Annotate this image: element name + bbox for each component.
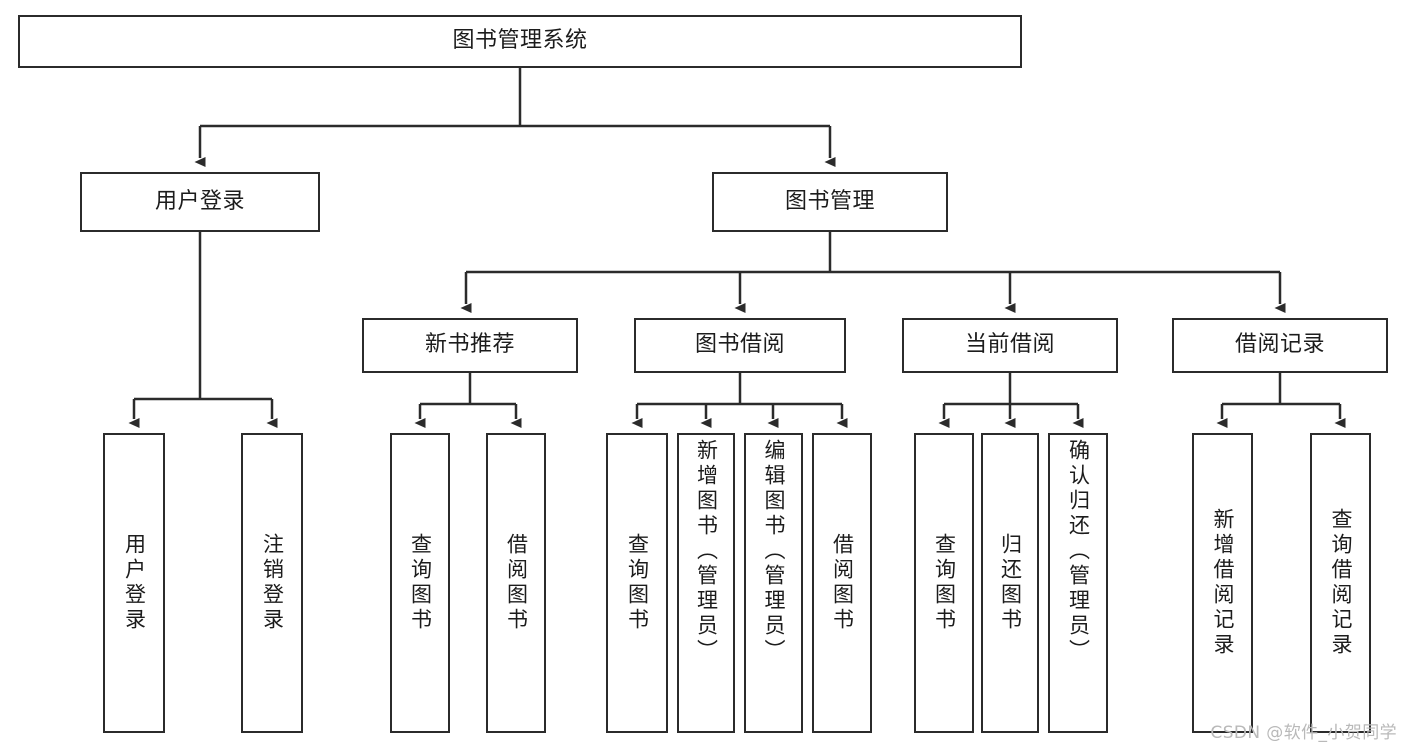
node-leaf-logout-label: 注销登录 bbox=[260, 533, 285, 633]
node-leaf-query-book-1[interactable]: 查询图书 bbox=[390, 433, 450, 733]
watermark: CSDN @软件_小贺同学 bbox=[1210, 723, 1397, 743]
node-current-borrow[interactable]: 当前借阅 bbox=[902, 318, 1118, 373]
node-leaf-confirm-return[interactable]: 确认归还（管理员） bbox=[1048, 433, 1108, 733]
node-root[interactable]: 图书管理系统 bbox=[18, 15, 1022, 68]
node-leaf-borrow-book-2-label: 借阅图书 bbox=[830, 533, 855, 633]
node-leaf-query-book-2-label: 查询图书 bbox=[625, 533, 650, 633]
node-leaf-return-book-label: 归还图书 bbox=[998, 533, 1023, 633]
node-leaf-confirm-return-label: 确认归还（管理员） bbox=[1066, 439, 1091, 664]
node-leaf-add-book[interactable]: 新增图书（管理员） bbox=[677, 433, 735, 733]
node-new-book-rec-label: 新书推荐 bbox=[424, 332, 515, 358]
node-leaf-query-book-2[interactable]: 查询图书 bbox=[606, 433, 668, 733]
node-leaf-return-book[interactable]: 归还图书 bbox=[981, 433, 1039, 733]
node-new-book-rec[interactable]: 新书推荐 bbox=[362, 318, 578, 373]
node-leaf-edit-book-label: 编辑图书（管理员） bbox=[762, 439, 786, 664]
node-leaf-user-login-label: 用户登录 bbox=[122, 533, 147, 633]
node-book-manage-label: 图书管理 bbox=[784, 188, 875, 214]
node-user-login[interactable]: 用户登录 bbox=[80, 172, 320, 232]
node-leaf-query-book-3-label: 查询图书 bbox=[932, 533, 957, 633]
node-leaf-logout[interactable]: 注销登录 bbox=[241, 433, 303, 733]
node-borrow-record[interactable]: 借阅记录 bbox=[1172, 318, 1388, 373]
node-borrow-record-label: 借阅记录 bbox=[1234, 332, 1325, 358]
node-book-borrow[interactable]: 图书借阅 bbox=[634, 318, 846, 373]
node-leaf-add-book-label: 新增图书（管理员） bbox=[694, 439, 719, 664]
node-leaf-borrow-book-1[interactable]: 借阅图书 bbox=[486, 433, 546, 733]
node-leaf-edit-book[interactable]: 编辑图书（管理员） bbox=[744, 433, 803, 733]
node-leaf-query-record-label: 查询借阅记录 bbox=[1329, 508, 1353, 658]
node-leaf-query-record[interactable]: 查询借阅记录 bbox=[1310, 433, 1371, 733]
node-leaf-user-login[interactable]: 用户登录 bbox=[103, 433, 165, 733]
node-leaf-add-record-label: 新增借阅记录 bbox=[1211, 508, 1235, 658]
node-leaf-query-book-3[interactable]: 查询图书 bbox=[914, 433, 974, 733]
node-user-login-label: 用户登录 bbox=[154, 188, 245, 214]
node-leaf-add-record[interactable]: 新增借阅记录 bbox=[1192, 433, 1253, 733]
node-leaf-borrow-book-2[interactable]: 借阅图书 bbox=[812, 433, 872, 733]
node-book-borrow-label: 图书借阅 bbox=[694, 332, 785, 358]
node-leaf-query-book-1-label: 查询图书 bbox=[408, 533, 433, 633]
node-current-borrow-label: 当前借阅 bbox=[964, 332, 1055, 358]
node-root-label: 图书管理系统 bbox=[452, 28, 588, 54]
node-book-manage[interactable]: 图书管理 bbox=[712, 172, 948, 232]
node-leaf-borrow-book-1-label: 借阅图书 bbox=[504, 533, 529, 633]
